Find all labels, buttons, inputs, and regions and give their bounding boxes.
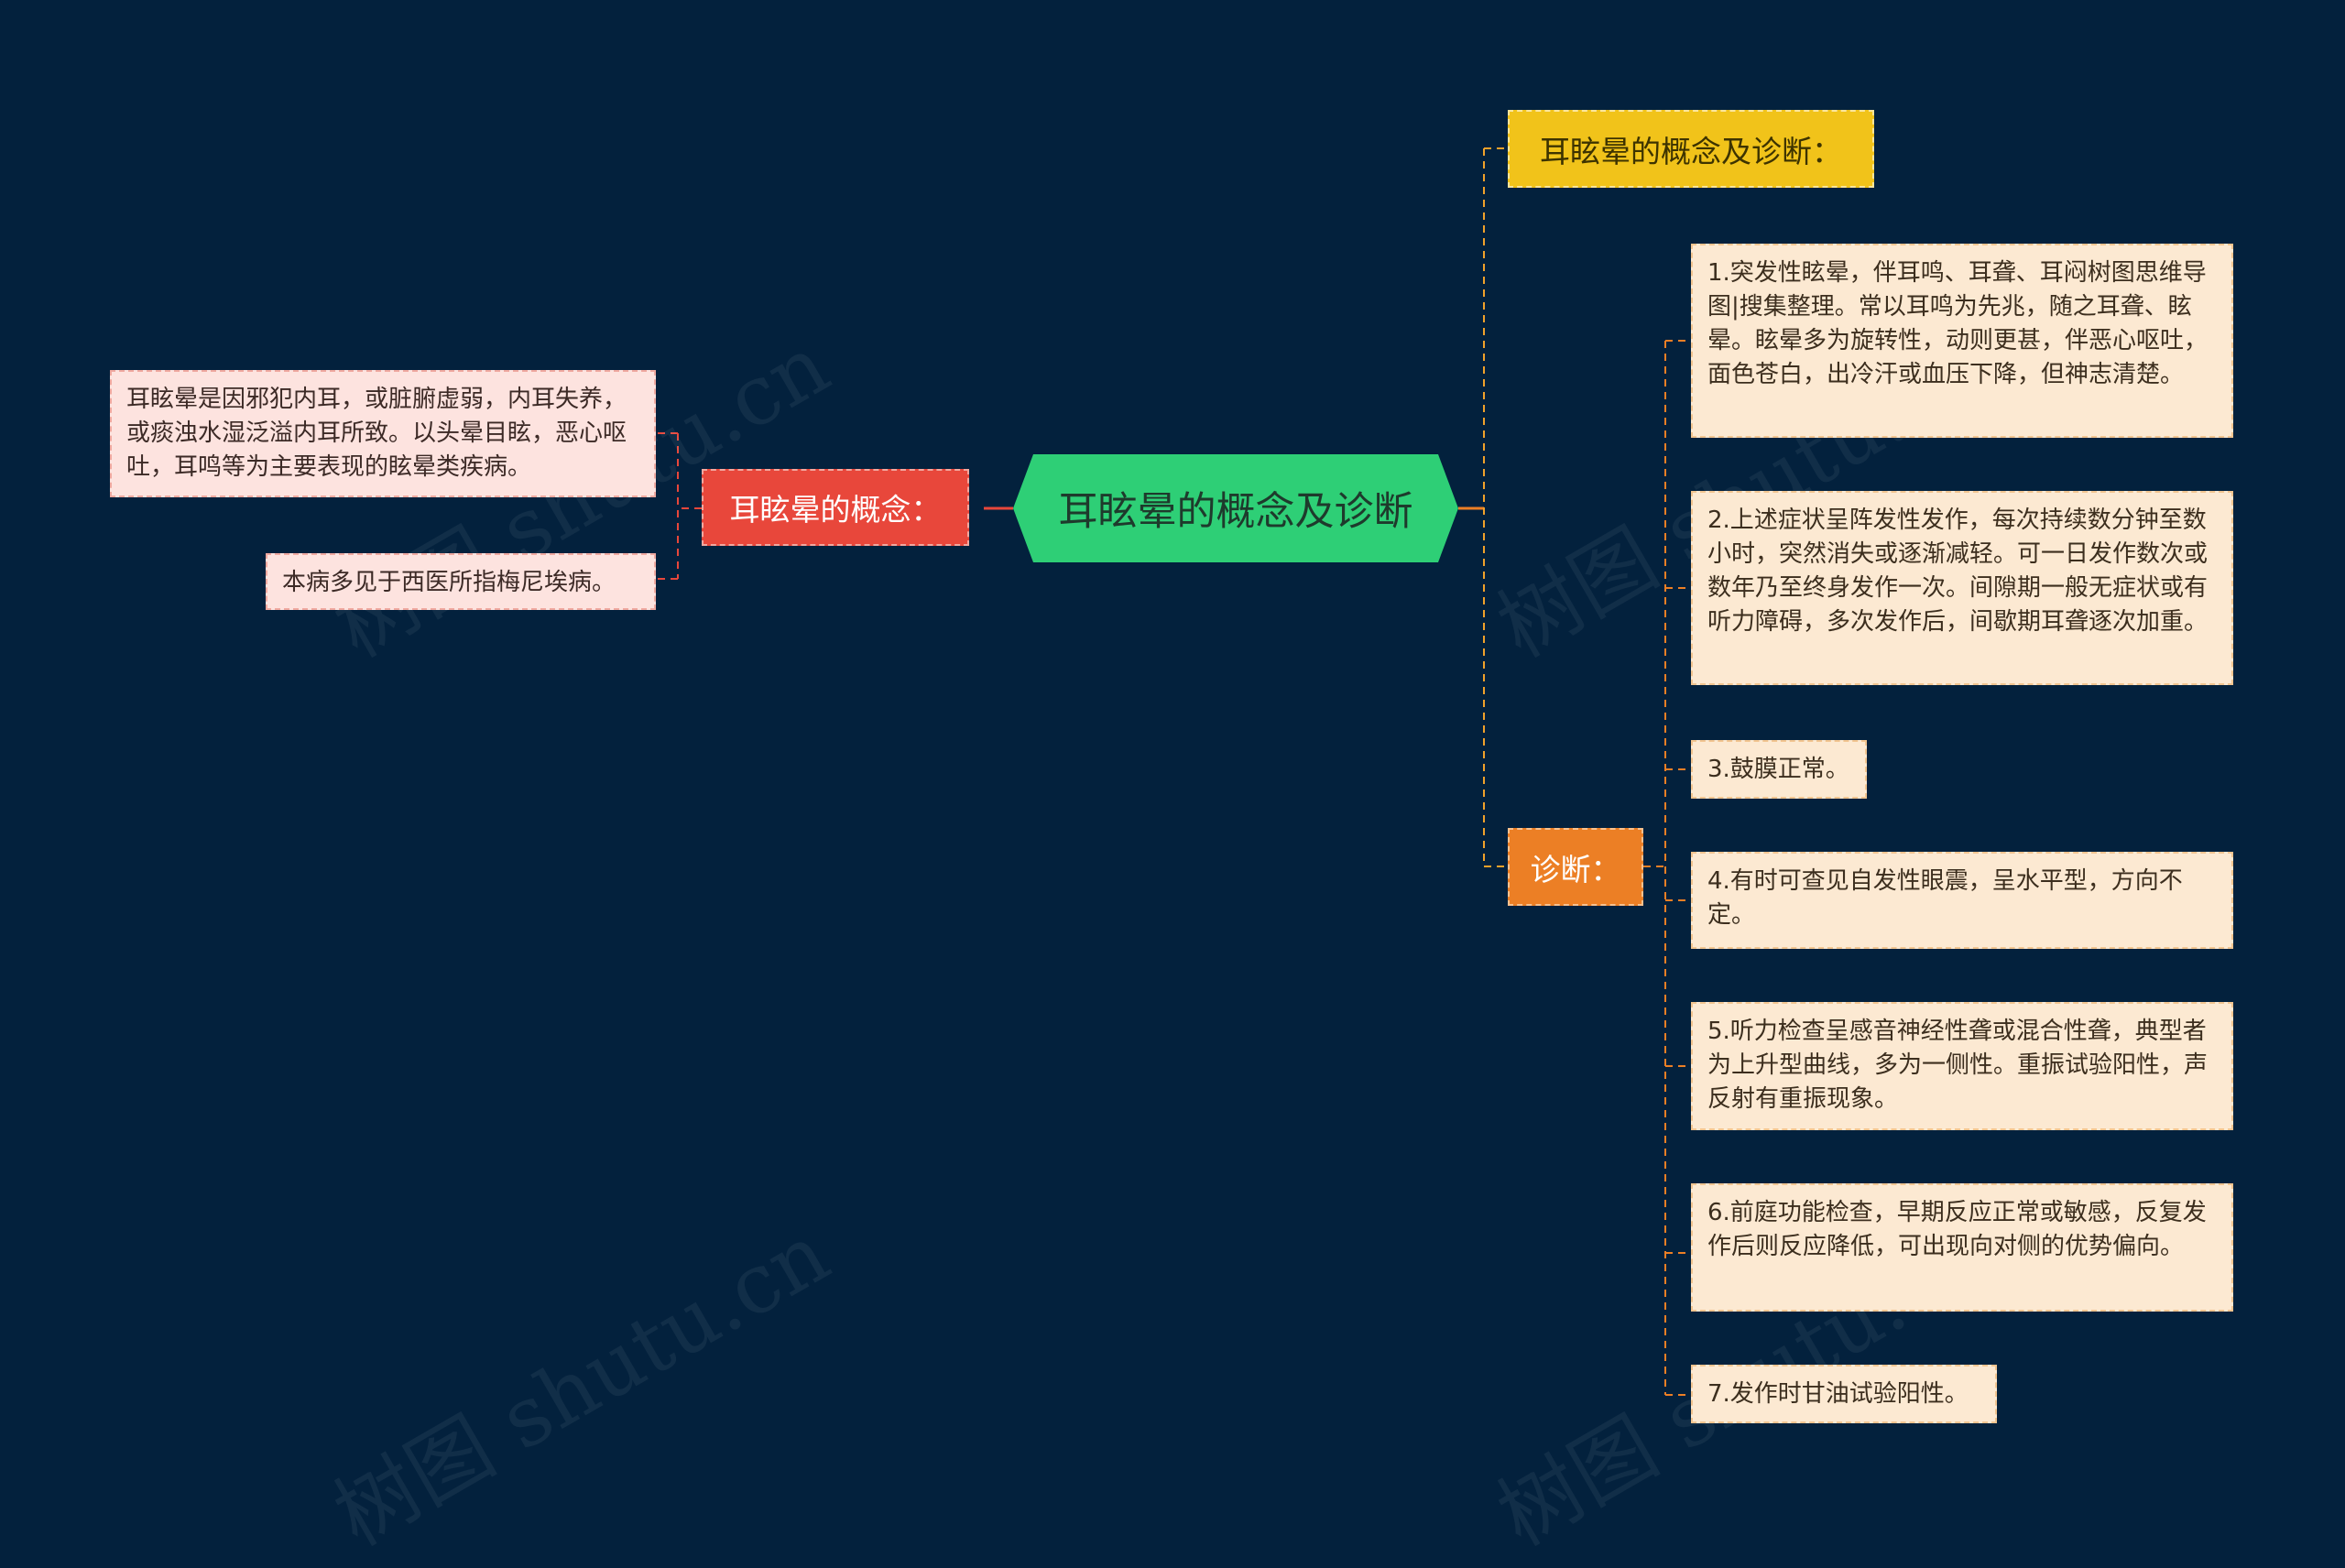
overview-branch-node[interactable]: 耳眩晕的概念及诊断： (1508, 110, 1874, 188)
diagnosis-leaf-3[interactable]: 3.鼓膜正常。 (1691, 740, 1867, 799)
concept-leaf-disease[interactable]: 本病多见于西医所指梅尼埃病。 (266, 553, 656, 610)
diagnosis-leaf-text: 6.前庭功能检查，早期反应正常或敏感，反复发作后则反应降低，可出现向对侧的优势偏… (1707, 1199, 2207, 1260)
diagnosis-leaf-7[interactable]: 7.发作时甘油试验阳性。 (1691, 1365, 1997, 1423)
diagnosis-leaf-5[interactable]: 5.听力检查呈感音神经性聋或混合性聋，典型者为上升型曲线，多为一侧性。重振试验阳… (1691, 1002, 2233, 1130)
diagnosis-leaf-text: 1.突发性眩晕，伴耳鸣、耳聋、耳闷树图思维导图|搜集整理。常以耳鸣为先兆，随之耳… (1707, 259, 2209, 388)
diagnosis-branch-node[interactable]: 诊断： (1508, 828, 1643, 906)
diagnosis-leaf-1[interactable]: 1.突发性眩晕，伴耳鸣、耳聋、耳闷树图思维导图|搜集整理。常以耳鸣为先兆，随之耳… (1691, 244, 2233, 438)
diagnosis-leaf-text: 7.发作时甘油试验阳性。 (1707, 1380, 1969, 1408)
central-topic[interactable]: 耳眩晕的概念及诊断 (1013, 454, 1458, 562)
concept-leaf-text: 本病多见于西医所指梅尼埃病。 (282, 569, 616, 596)
diagnosis-leaf-text: 3.鼓膜正常。 (1707, 756, 1849, 783)
diagnosis-leaf-6[interactable]: 6.前庭功能检查，早期反应正常或敏感，反复发作后则反应降低，可出现向对侧的优势偏… (1691, 1183, 2233, 1312)
overview-branch-label: 耳眩晕的概念及诊断： (1540, 133, 1842, 169)
concept-branch-node[interactable]: 耳眩晕的概念： (702, 469, 969, 546)
concept-leaf-definition[interactable]: 耳眩晕是因邪犯内耳，或脏腑虚弱，内耳失养，或痰浊水湿泛溢内耳所致。以头晕目眩，恶… (110, 370, 656, 497)
diagnosis-leaf-4[interactable]: 4.有时可查见自发性眼震，呈水平型，方向不定。 (1691, 852, 2233, 949)
diagnosis-leaf-text: 5.听力检查呈感音神经性聋或混合性聋，典型者为上升型曲线，多为一侧性。重振试验阳… (1707, 1018, 2209, 1113)
concept-leaf-text: 耳眩晕是因邪犯内耳，或脏腑虚弱，内耳失养，或痰浊水湿泛溢内耳所致。以头晕目眩，恶… (126, 386, 627, 481)
diagnosis-leaf-text: 4.有时可查见自发性眼震，呈水平型，方向不定。 (1707, 867, 2183, 929)
connector-lines (656, 147, 1691, 1396)
mind-map-canvas: 树图 shutu.cn 树图 shutu.cn 树图 shutu.cn 树图 s… (110, 110, 2233, 1564)
diagnosis-leaf-text: 2.上述症状呈阵发性发作，每次持续数分钟至数小时，突然消失或逐渐减轻。可一日发作… (1707, 506, 2209, 636)
diagnosis-branch-label: 诊断： (1530, 851, 1621, 887)
diagnosis-leaf-2[interactable]: 2.上述症状呈阵发性发作，每次持续数分钟至数小时，突然消失或逐渐减轻。可一日发作… (1691, 491, 2233, 685)
central-topic-label: 耳眩晕的概念及诊断 (1058, 489, 1413, 535)
concept-branch-label: 耳眩晕的概念： (729, 492, 942, 528)
